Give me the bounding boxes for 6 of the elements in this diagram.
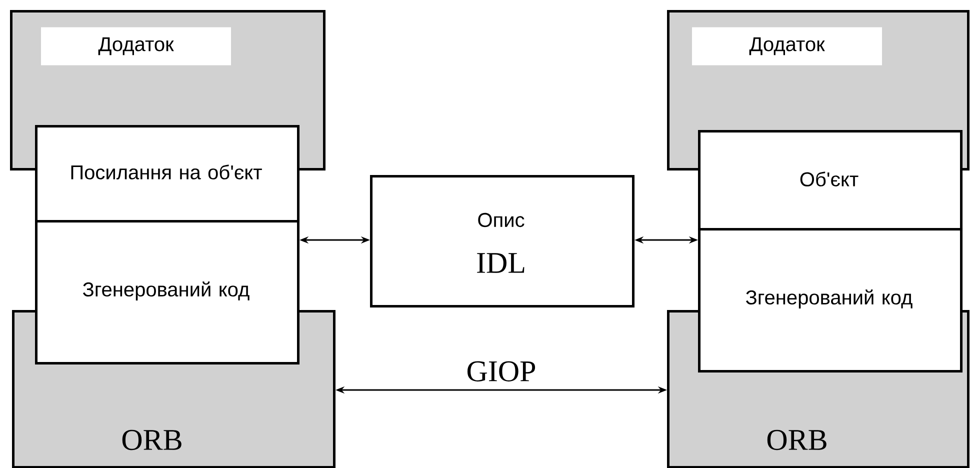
component-box: Згенерований код xyxy=(698,228,963,372)
component-box: Посилання на об'єкт xyxy=(35,125,300,222)
component-box: Згенерований код xyxy=(35,220,300,364)
idl-box: Опис IDL xyxy=(370,175,634,308)
component-box: Об'єкт xyxy=(698,130,963,230)
edge-label: GIOP xyxy=(467,361,536,382)
